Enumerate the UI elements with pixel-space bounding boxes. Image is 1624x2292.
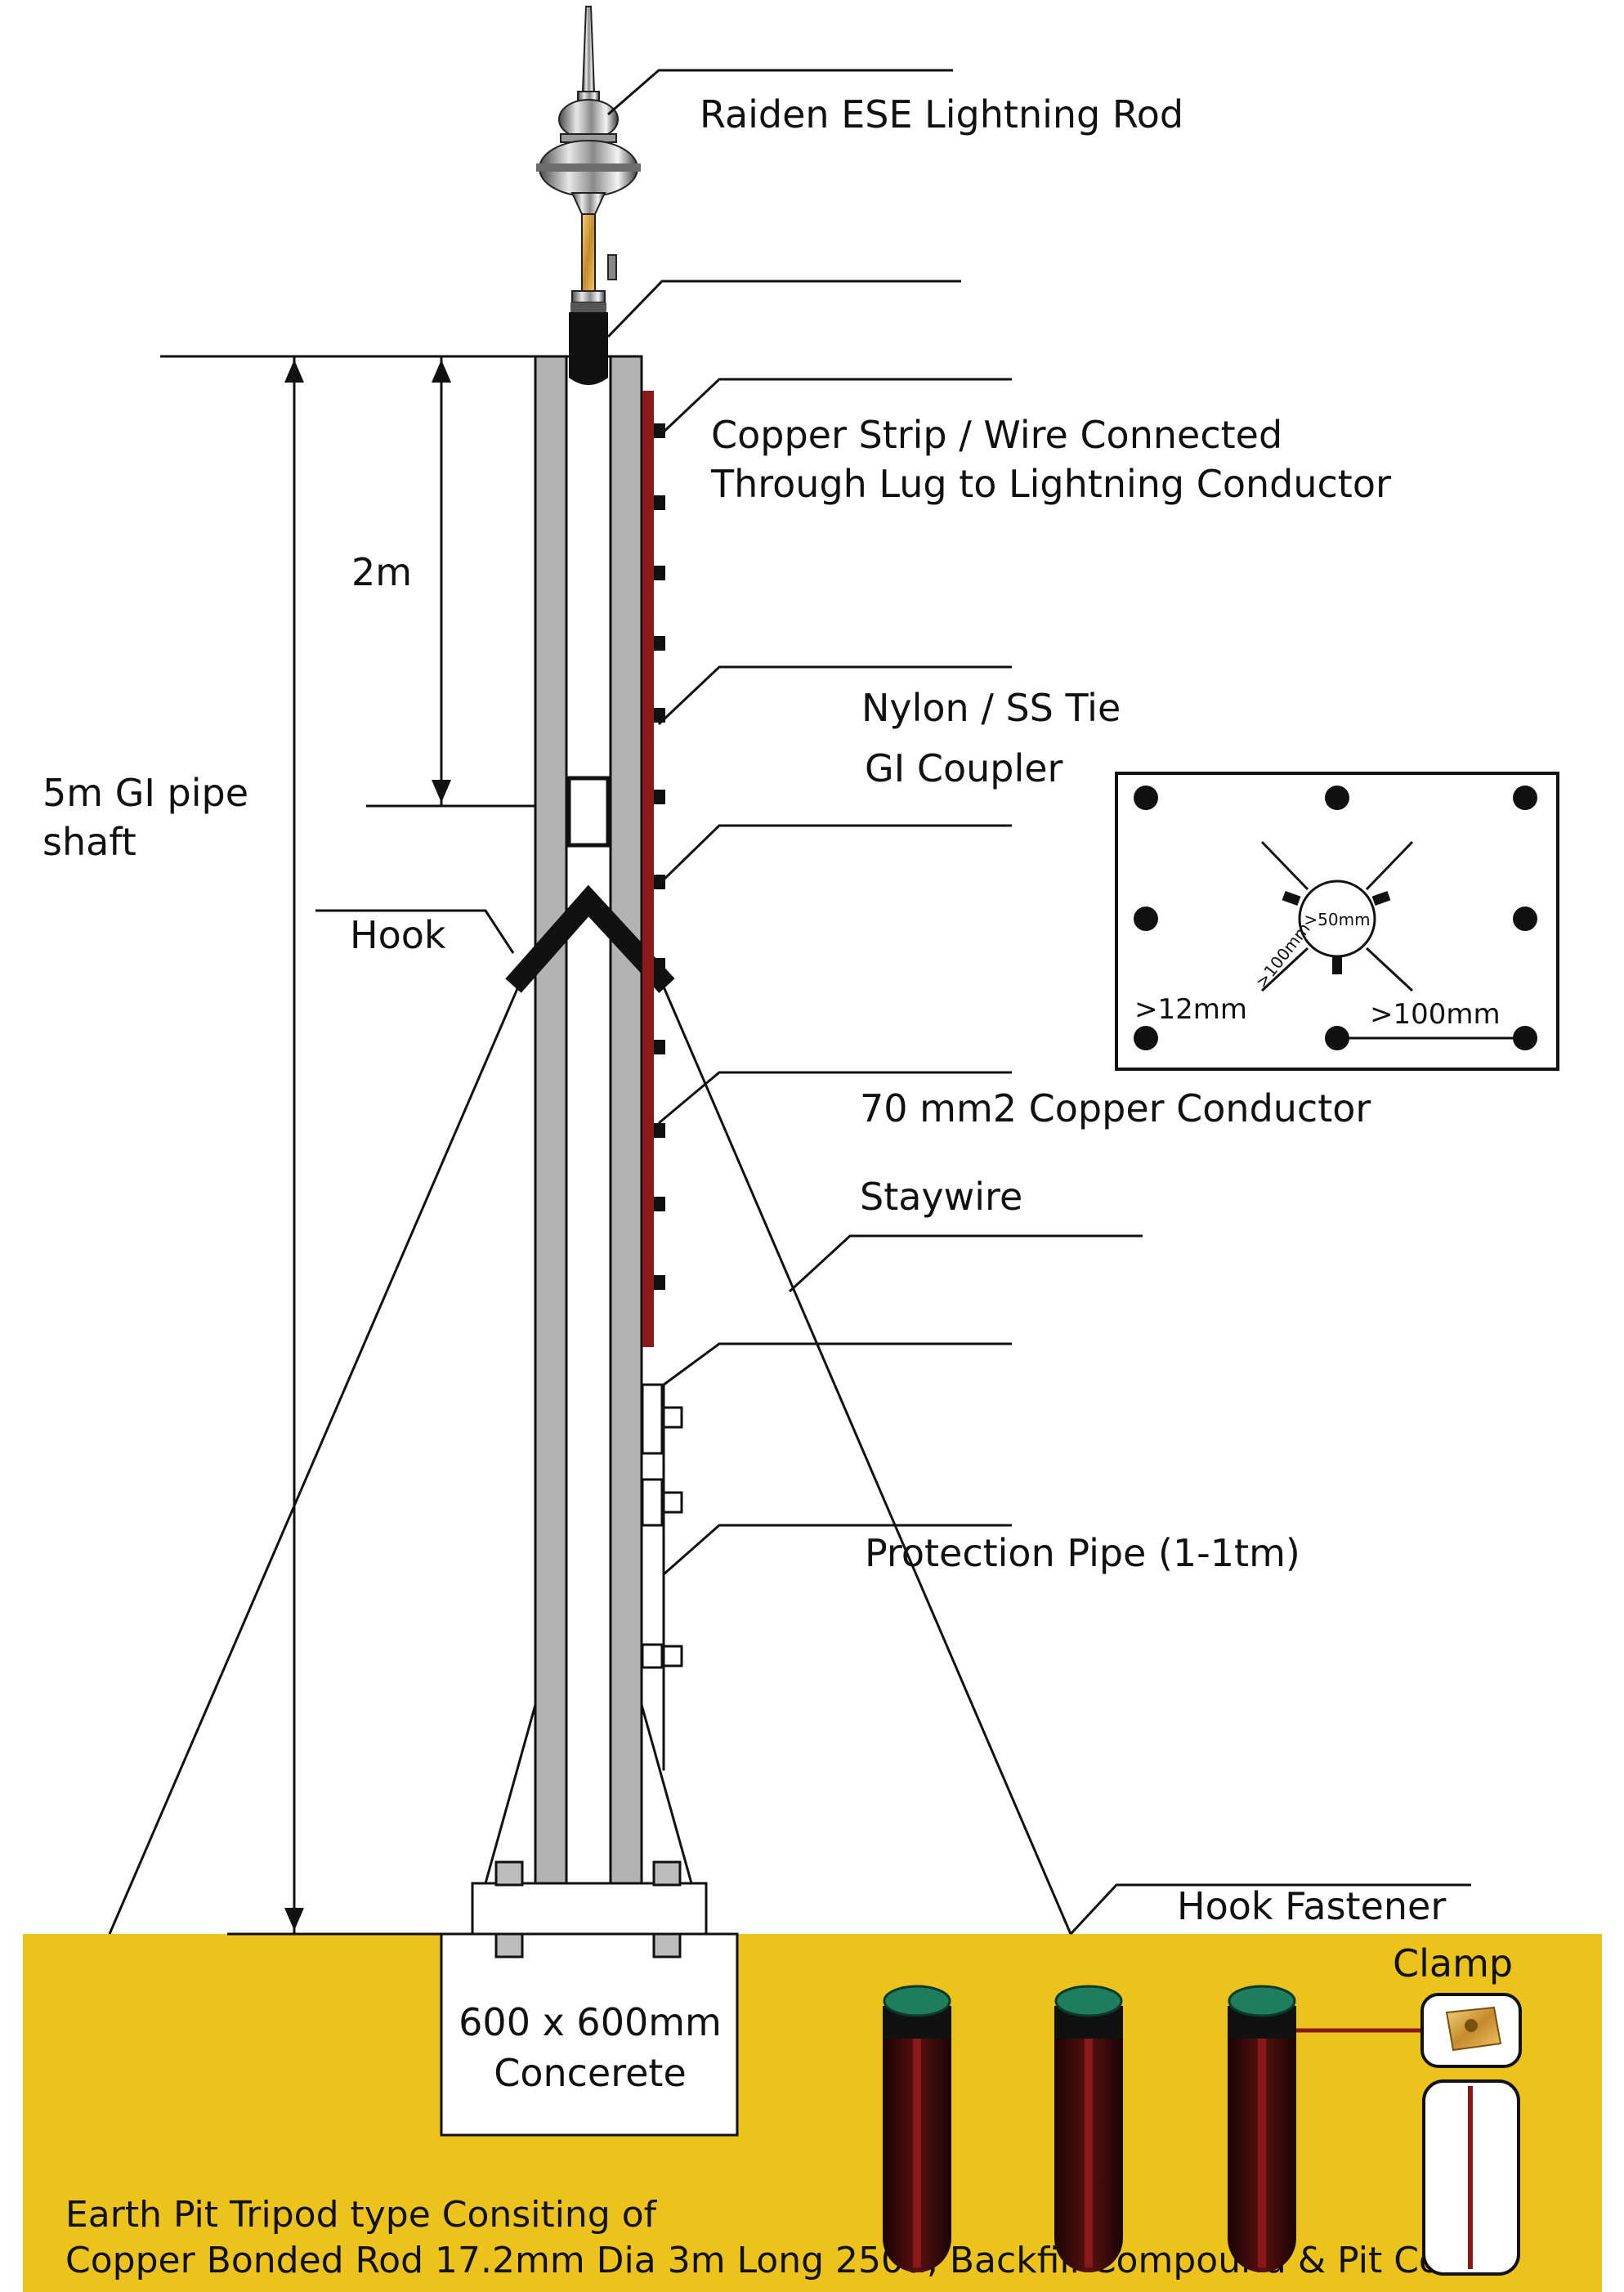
clamp-icon (1420, 1993, 1522, 2068)
inset-hole-dia: >12mm (1134, 993, 1247, 1026)
gi-pipe-shaft (534, 355, 643, 1885)
shaft-label-line1: 5m GI pipe (43, 771, 248, 815)
concrete-foundation (440, 1932, 739, 2137)
concrete-label-line1: 600 x 600mm (459, 2000, 722, 2044)
leader-lines (315, 69, 1471, 1936)
pit-cover-section (1422, 2079, 1520, 2276)
dimension-lines (160, 355, 535, 1936)
inset-spacing: >100mm (1370, 998, 1501, 1031)
gi-coupler (566, 776, 611, 848)
staywire-label: Staywire (860, 1175, 1022, 1219)
shaft-label-line2: shaft (43, 820, 136, 864)
copper-conductor-label: 70 mm2 Copper Conductor (860, 1086, 1371, 1130)
copper-strip (642, 391, 654, 1347)
earth-rod-2 (1054, 1985, 1123, 2272)
concrete-label-line2: Concerete (494, 2051, 687, 2095)
protection-pipe-label: Protection Pipe (1-1tm) (865, 1531, 1300, 1575)
base-gussets (484, 1701, 693, 1884)
inset-inner-dia: >50mm (1304, 910, 1370, 929)
hook-fastener-label: Hook Fastener (1177, 1884, 1446, 1928)
strip-ties (654, 423, 665, 1290)
copper-strip-label-line2: Through Lug to Lightning Conductor (710, 462, 1391, 506)
base-plate-inset: >50mm >100mm >12mm >100mm (1115, 772, 1559, 1071)
ground-band (23, 1934, 1602, 2292)
copper-strip-label-line1: Copper Strip / Wire Connected (711, 413, 1282, 457)
base-plate (471, 1860, 708, 1958)
height-2m-label: 2m (351, 550, 412, 594)
nylon-tie-label: Nylon / SS Tie (861, 686, 1121, 730)
ese-lightning-rod-icon (536, 6, 641, 385)
clamp-label: Clamp (1393, 1941, 1513, 1985)
hook-chevron (505, 884, 675, 993)
earth-rod-3 (1228, 1985, 1296, 2272)
hook-label: Hook (350, 913, 446, 957)
staywires (108, 978, 1072, 1935)
protection-pipe (641, 1383, 683, 1770)
earth-rod-1 (883, 1985, 951, 2272)
earth-pit-label-line1: Earth Pit Tripod type Consiting of (65, 2194, 658, 2236)
gi-coupler-label: GI Coupler (865, 746, 1063, 790)
rod-label: Raiden ESE Lightning Rod (700, 92, 1183, 137)
